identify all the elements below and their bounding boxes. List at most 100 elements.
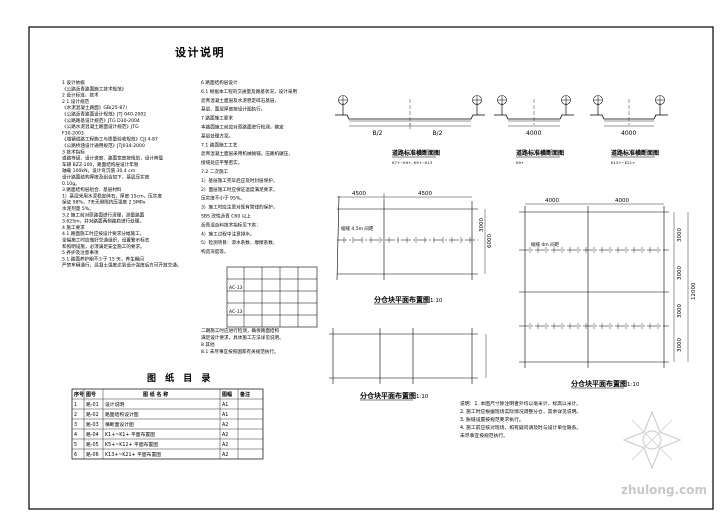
note-line: 基层、面层厚度按设计图执行。: [201, 106, 265, 113]
index-cell: A2: [222, 452, 228, 458]
large-plan-caption: 分仓块平面布置图: [571, 379, 627, 388]
note-line: 7.2 二次施工: [201, 168, 229, 175]
note-line: 2.1 设计规范: [62, 98, 90, 105]
small-plan-side-dim-1: 3000: [479, 218, 485, 232]
cross-section-dim: 4000: [621, 130, 636, 137]
page-title: 设计说明: [175, 45, 225, 59]
note-line: 2 设计标准、技术: [62, 92, 99, 99]
mid-table-label-1: AC-13: [229, 285, 243, 291]
small-plan-scale: 1:10: [430, 298, 443, 304]
index-header-cell: 序号: [73, 391, 84, 398]
note-line: 0.10g。: [62, 181, 80, 187]
index-cell: 4: [74, 432, 77, 438]
note-line: 1）基层采用水泥稳定碎石，厚度 15cm，压实度: [62, 192, 162, 199]
note-line: F30-2003: [62, 130, 84, 136]
small-plan-label: 缩缝 4.5m 间距: [341, 225, 374, 232]
cross-section-sub: K9+: [516, 160, 524, 165]
lower-plan-caption: 分仓块平面布置图: [360, 391, 416, 400]
large-plan-side-dim-1: 3000: [677, 228, 683, 242]
note-line: 4）施工过程中注意排水。: [201, 230, 254, 237]
note-line: 2）面层施工时应保证温度满足要求，: [201, 186, 277, 193]
cross-section-sub: K7+~K9+, K9+~K13: [392, 160, 433, 165]
index-cell: A2: [222, 422, 228, 428]
mid-table-label-2: AC-13: [229, 309, 243, 315]
cross-section-dim: 4000: [526, 130, 541, 137]
note-line: 5.1 路面养护期不少于 15 天，养生期间: [62, 255, 144, 262]
note-line: SBS 改性沥青 C60 以上: [201, 213, 251, 220]
index-cell: K13+~K21+ 平面布置图: [105, 451, 161, 458]
large-plan-scale: 1:10: [627, 382, 640, 388]
index-cell: 路-05: [86, 441, 99, 448]
note-line: 车辆 BZZ-100，路面结构层设计年限: [62, 161, 139, 168]
index-header-cell: 图幅: [222, 391, 232, 398]
note-line: 保证 98%，7天无侧限抗压强度 2.5MPa: [62, 199, 145, 206]
note-line: 4. 施工前应核对现场，如有疑问请及时与设计单位联系。: [460, 424, 581, 431]
note-line: 6 路面结构层设计: [201, 79, 238, 86]
lower-plan-scale: 1:10: [416, 394, 429, 400]
large-plan-side-dim-2: 3000: [677, 266, 683, 280]
note-line: 3）施工时应注意对既有管线的保护。: [201, 204, 277, 211]
notes-left: 1 设计依据《公路沥青路面施工技术规范》2 设计标准、技术2.1 设计规范《水泥…: [62, 79, 181, 269]
bottom-notes: 说明：1. 本图尺寸除注明者外均以毫米计，标高以米计。2. 施工时应根据现场实际…: [460, 400, 581, 439]
index-cell: 1: [74, 402, 77, 408]
note-line: 构造深度等。: [201, 248, 229, 255]
large-plan-dim-2: 4000: [615, 198, 629, 204]
note-line: 设计路面结构厚度及组合如下，基层压实度: [62, 174, 150, 181]
index-cell: K5+~K12+ 平面布置图: [105, 441, 158, 448]
lower-plan: 分仓块平面布置图 1:10: [329, 328, 487, 401]
index-cell: 6: [74, 452, 77, 458]
note-line: 未尽事宜按规范执行。: [460, 432, 508, 439]
sheet-border: [28, 26, 714, 510]
index-cell: 路-01: [86, 401, 99, 408]
note-line: 8 其他: [201, 341, 215, 348]
note-line: 4.1 路面施工时应按设计要求分幅施工，: [62, 230, 144, 237]
small-plan-caption: 分仓块平面布置图: [374, 295, 430, 304]
notes-mid: 6 路面结构层设计 6.1 根据本工程的交通量及路基状况，设计采用沥青混凝土面层及…: [201, 79, 297, 255]
small-plan-side-dim-2: 6000: [487, 234, 493, 248]
index-cell: 设计说明: [105, 401, 124, 408]
index-cell: 5: [74, 442, 77, 448]
index-cell: 横断面设计图: [105, 421, 134, 428]
large-plan-joint-ticks: [529, 247, 659, 329]
drawing-index-title: 图 纸 目 录: [147, 372, 213, 384]
note-line: 《公路沥青路面设计规范》JTJ 040-2002: [62, 111, 146, 118]
note-line: 轴载 100kN，设计弯沉值 30.4 cm: [62, 167, 136, 174]
note-line: 道路等级、设计速度、路面宽度按规划，设计荷载: [62, 155, 163, 162]
index-cell: A1: [222, 412, 228, 418]
note-line: 1）基层施工完毕后应及时封层保护。: [201, 177, 277, 184]
cross-section-caption: 道路标准横断面图: [392, 149, 440, 157]
index-cell: 路-06: [86, 451, 99, 458]
index-cell: K1+~K1+ 平面布置图: [105, 431, 155, 438]
note-line: 严禁车辆通行，混凝土强度达到设计强度后方可开放交通。: [62, 262, 181, 269]
note-line: 《公路路基设计规范》JTG D30-2004: [62, 117, 140, 124]
note-line: 沥青混凝土面层及水泥稳定碎石基层，: [201, 97, 279, 104]
small-plan: 4500 4500 3000 6000 缩缝 4.5m 间距 分仓块平面布置图 …: [336, 191, 493, 305]
large-plan-label: 缩缝 4m 间距: [531, 241, 560, 248]
note-line: 3 技术指标: [62, 148, 85, 155]
note-line: 6.1 根据本工程的交通量及路基状况，设计采用: [201, 88, 297, 95]
small-plan-dim-2: 4500: [418, 191, 432, 197]
large-plan-side-dim-4: 3000: [677, 338, 683, 352]
note-line: 本路面施工前应对原路面进行检测，确定: [201, 124, 284, 131]
index-header-cell: 图号: [86, 391, 96, 398]
note-line: 5 养护及注意事项: [62, 249, 99, 256]
note-line: 1 设计依据: [62, 79, 85, 86]
cross-section-dim: B/2: [373, 130, 383, 137]
note-line: 《公路水泥混凝土路面设计规范》JTG: [62, 123, 139, 130]
cross-section-caption: 道路标准横断面图: [611, 149, 659, 157]
note-line: 3.2 施工前对原路面进行清理，测量路面: [62, 211, 145, 218]
index-cell: 2: [74, 412, 77, 418]
large-plan-side-dim-3: 3000: [677, 304, 683, 318]
note-line: 3 路面结构层组合、基层材料: [62, 186, 122, 193]
note-line: 沥青混凝土面层采用机械摊铺，压路机碾压，: [201, 150, 293, 157]
cross-section-sub: K13+~K21+: [611, 160, 635, 165]
watermark-text: zhulong.com: [621, 483, 707, 497]
note-line: 2. 施工时应根据现场实际情况调整分仓，其余详见说明。: [460, 408, 581, 415]
note-line: 《水泥混凝土路面》GB(25-87): [62, 104, 127, 111]
note-line: 7 路面施工要求: [201, 115, 233, 122]
cross-section-3: 4000 道路标准横断面图 K13+~K21+: [590, 95, 668, 165]
